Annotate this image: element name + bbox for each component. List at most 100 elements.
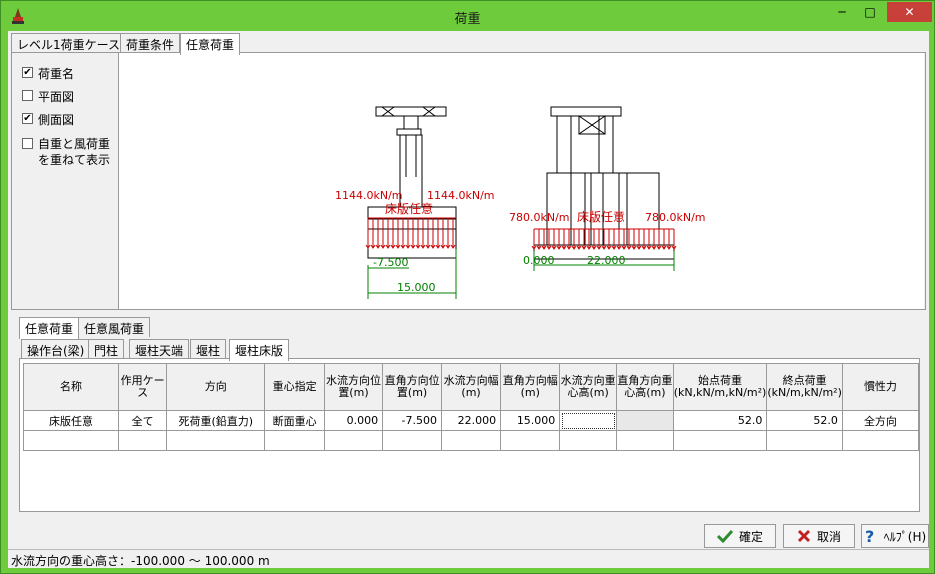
table-cell[interactable] — [672, 430, 768, 451]
table-cell[interactable] — [440, 430, 502, 451]
tab-arbitrary-load-sub[interactable]: 任意荷重 — [19, 317, 80, 339]
option-side-view[interactable]: ✔ 側面図 — [22, 111, 74, 128]
load-arrow — [531, 229, 537, 250]
right-load-start-label: 780.0kN/m — [509, 211, 570, 224]
table-cell[interactable]: 全方向 — [841, 410, 920, 431]
load-arrow — [430, 218, 436, 249]
tab-arbitrary-wind-load[interactable]: 任意風荷重 — [78, 317, 151, 337]
minimize-button[interactable]: ─ — [838, 5, 846, 19]
load-arrow — [405, 218, 411, 249]
close-button[interactable]: ✕ — [887, 2, 932, 22]
load-arrow — [450, 218, 456, 249]
tab-gate-pillar[interactable]: 門柱 — [88, 339, 125, 359]
status-bar: 水流方向の重心高さ：-100.000 〜 100.000 m — [8, 549, 929, 568]
load-arrow — [425, 218, 431, 249]
option-plan-view[interactable]: 平面図 — [22, 88, 74, 105]
load-arrow — [611, 229, 617, 250]
tab-arbitrary-load[interactable]: 任意荷重 — [180, 33, 241, 55]
table-cell[interactable]: 断面重心 — [264, 410, 325, 431]
table-cell[interactable] — [382, 430, 442, 451]
right-dim-width: 22.000 — [587, 254, 626, 267]
help-icon: ? — [865, 528, 874, 544]
check-icon — [716, 529, 733, 543]
checkbox-icon[interactable] — [22, 90, 33, 101]
tab-pier[interactable]: 堰柱 — [190, 339, 227, 359]
left-load-arrows — [365, 217, 456, 249]
tab-load-conditions[interactable]: 荷重条件 — [120, 33, 181, 53]
table-cell[interactable] — [323, 430, 384, 451]
display-options: ✔ 荷重名 平面図 ✔ 側面図 自重と風荷重を重ねて表示 — [12, 53, 118, 309]
title-bar[interactable]: 荷重 ─ □ ✕ — [1, 1, 934, 31]
table-row[interactable] — [22, 430, 920, 451]
option-label: 平面図 — [38, 90, 75, 104]
tab-level1-load-case[interactable]: レベル1荷重ケース — [11, 33, 127, 53]
table-cell[interactable]: 床版任意 — [22, 410, 120, 431]
load-arrow — [445, 218, 451, 249]
table-cell[interactable] — [559, 430, 618, 451]
right-load-arrows — [531, 228, 677, 250]
column-header: 直角方向位置(m) — [382, 363, 442, 411]
column-header: 始点荷重(kN,kN/m,kN/m²) — [672, 363, 768, 411]
table-cell[interactable] — [766, 430, 843, 451]
column-header: 直角方向幅(m) — [500, 363, 561, 411]
confirm-button[interactable]: 確定 — [704, 524, 776, 548]
load-arrow — [536, 229, 542, 250]
table-cell[interactable] — [22, 430, 120, 451]
table-cell[interactable] — [500, 430, 561, 451]
column-header: 水流方向位置(m) — [323, 363, 384, 411]
load-arrow — [566, 229, 572, 250]
left-load-end-label: 1144.0kN/m — [427, 189, 495, 202]
checkbox-icon[interactable]: ✔ — [22, 67, 33, 78]
table-cell[interactable]: 15.000 — [500, 410, 561, 431]
option-label: 荷重名 — [38, 67, 75, 81]
table-cell[interactable] — [616, 410, 674, 431]
load-arrow — [631, 229, 637, 250]
tab-operation-beam[interactable]: 操作台(梁) — [21, 339, 91, 359]
load-arrow — [661, 229, 667, 250]
table-cell[interactable] — [559, 410, 618, 431]
left-load-start-label: 1144.0kN/m — [335, 189, 403, 202]
table-cell[interactable] — [841, 430, 920, 451]
load-arrow — [415, 218, 421, 249]
load-arrow — [651, 229, 657, 250]
load-labels: 1144.0kN/m 1144.0kN/m 床版任意 780.0kN/m 780… — [335, 189, 706, 224]
checkbox-icon[interactable]: ✔ — [22, 113, 33, 124]
tab-pier-slab[interactable]: 堰柱床版 — [229, 339, 290, 361]
load-arrow — [556, 229, 562, 250]
table-cell[interactable]: 52.0 — [672, 410, 768, 431]
left-load-name-label: 床版任意 — [385, 201, 433, 216]
load-arrow — [561, 229, 567, 250]
load-arrow — [395, 218, 401, 249]
load-arrow — [400, 218, 406, 249]
load-arrow — [626, 229, 632, 250]
structure-drawing-svg: 1144.0kN/m 1144.0kN/m 床版任意 780.0kN/m 780… — [335, 106, 706, 299]
column-header: 作用ケース — [118, 363, 168, 411]
load-arrow — [671, 229, 677, 250]
checkbox-icon[interactable] — [22, 138, 33, 149]
table-cell[interactable]: -7.500 — [382, 410, 442, 431]
table-cell[interactable] — [616, 430, 674, 451]
footer: 確定 取消 ? ﾍﾙﾌﾟ(H) 水流方向の重心高さ：-100.000 〜 100… — [8, 521, 929, 568]
load-arrow — [586, 229, 592, 250]
table-cell[interactable]: 全て — [118, 410, 168, 431]
maximize-button[interactable]: □ — [864, 5, 876, 19]
table-cell[interactable]: 死荷重(鉛直力) — [166, 410, 266, 431]
option-label: 側面図 — [38, 113, 75, 127]
table-cell[interactable]: 0.000 — [323, 410, 384, 431]
load-arrow — [370, 218, 376, 249]
table-cell[interactable]: 22.000 — [440, 410, 502, 431]
load-arrow — [581, 229, 587, 250]
load-arrow — [641, 229, 647, 250]
help-button[interactable]: ? ﾍﾙﾌﾟ(H) — [861, 524, 929, 548]
table-cell[interactable] — [264, 430, 325, 451]
help-label: ﾍﾙﾌﾟ(H) — [883, 529, 927, 544]
table-cell[interactable] — [118, 430, 168, 451]
table-cell[interactable]: 52.0 — [766, 410, 843, 431]
option-overlay-self-weight-wind[interactable]: 自重と風荷重を重ねて表示 — [22, 136, 114, 168]
table-cell[interactable] — [166, 430, 266, 451]
cancel-button[interactable]: 取消 — [783, 524, 855, 548]
tab-pier-top[interactable]: 堰柱天端 — [129, 339, 190, 359]
option-load-name[interactable]: ✔ 荷重名 — [22, 65, 74, 82]
